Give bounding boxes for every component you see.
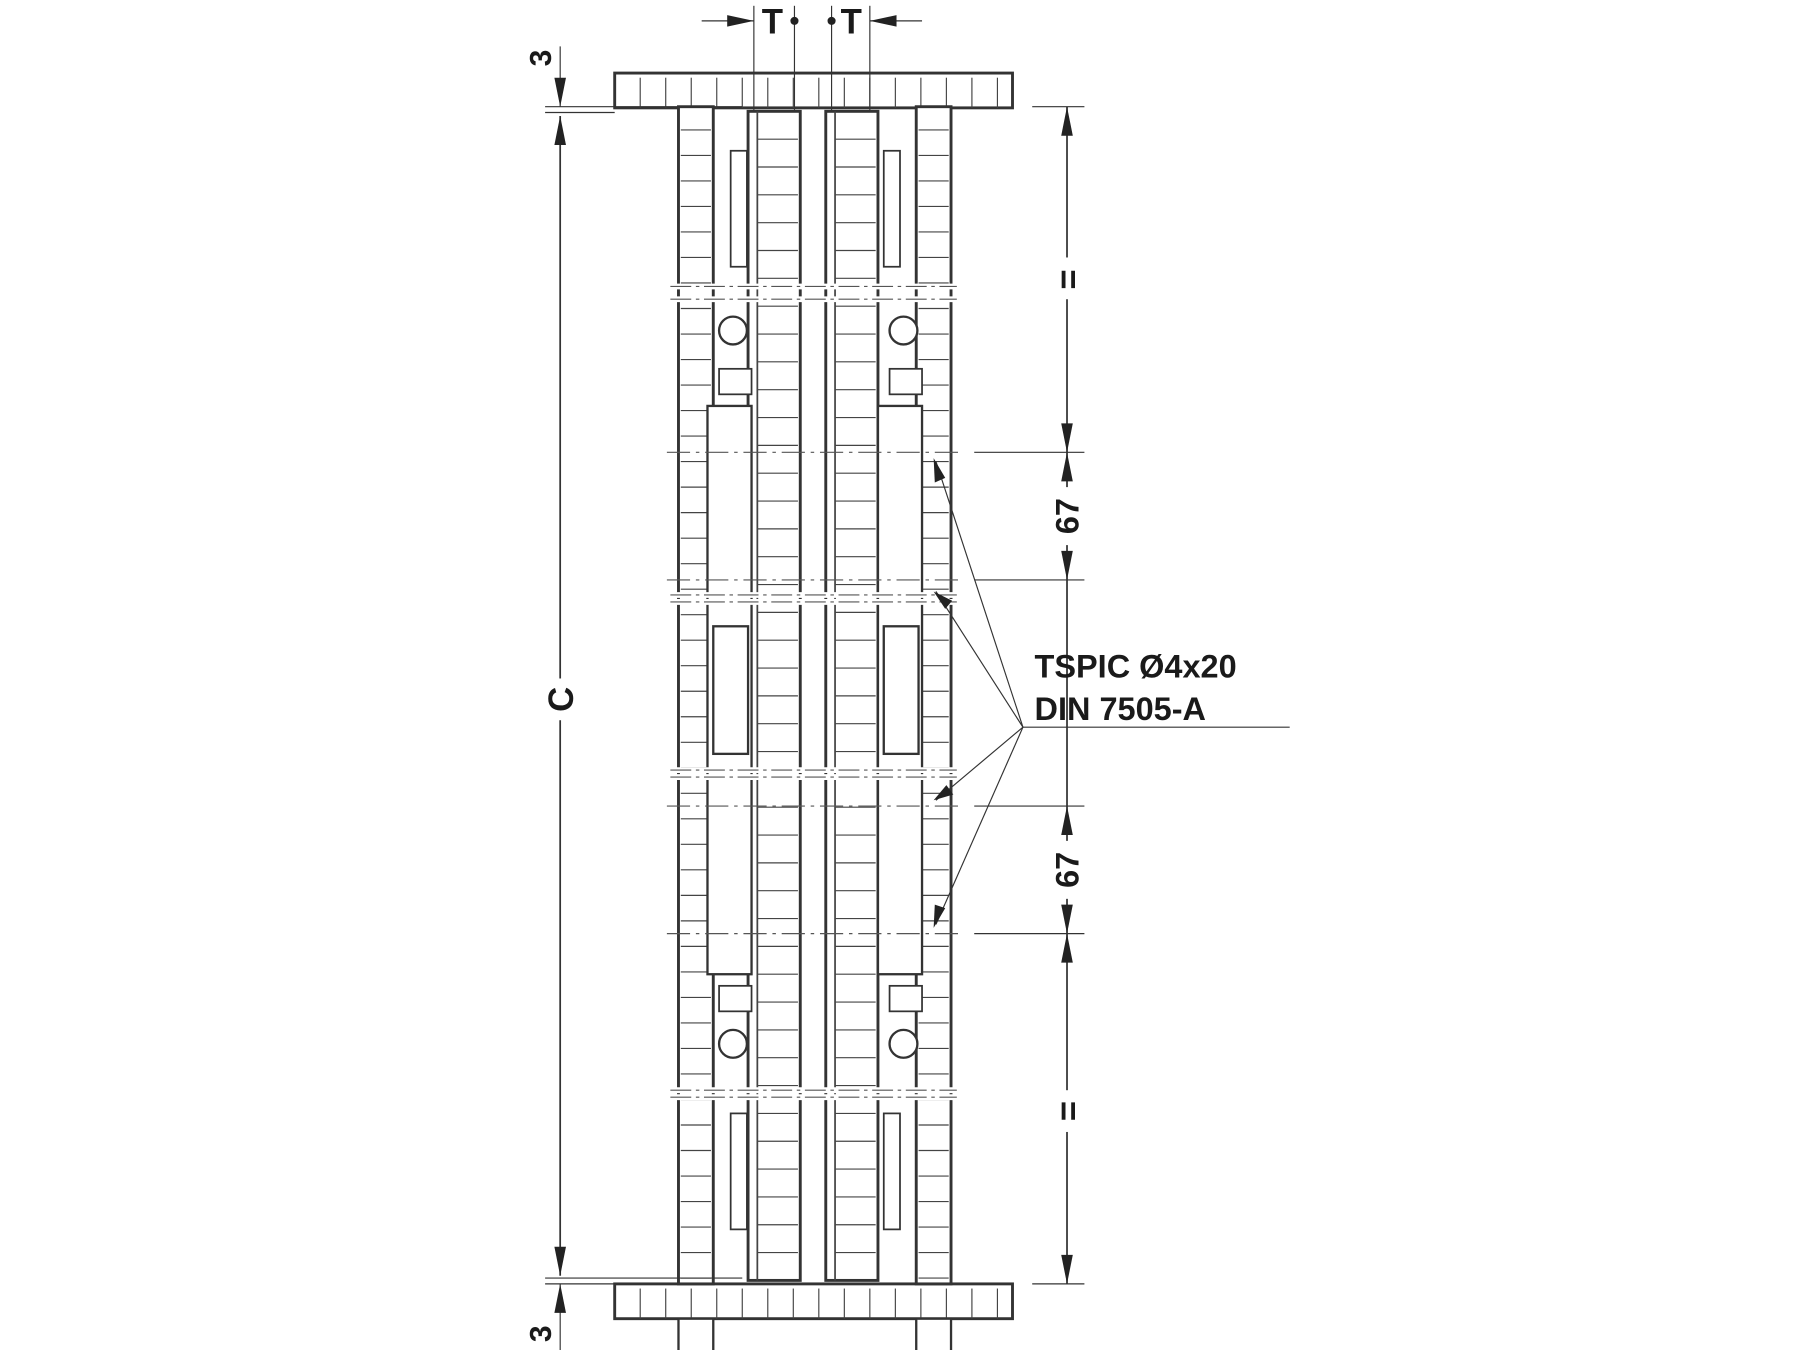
dimension-c: C 3 3: [525, 46, 743, 1350]
callout-line-1: TSPIC Ø4x20: [1035, 648, 1237, 684]
bottom-bracket-left: [718, 984, 753, 1013]
dim-t-right: T: [841, 4, 862, 42]
top-roller-left: [729, 149, 748, 268]
dim-67-upper: 67: [1050, 498, 1086, 534]
bottom-bearing-left: [717, 1028, 749, 1059]
top-bearing-right: [888, 315, 919, 346]
dimension-t: T T: [701, 4, 923, 111]
dim-equal-top: =: [1050, 269, 1088, 289]
dim-bottom-gap-label: 3: [525, 1325, 558, 1342]
left-leg: [677, 1317, 715, 1350]
middle-guide-right: [882, 625, 920, 756]
dim-top-gap-label: 3: [525, 50, 558, 67]
top-bracket-right: [888, 367, 923, 396]
cabinet-geometry: [613, 71, 1014, 1350]
bottom-bearing-right: [888, 1028, 919, 1059]
top-roller-right: [882, 149, 901, 268]
dim-t-left: T: [762, 4, 783, 42]
screw-callout: TSPIC Ø4x20 DIN 7505-A: [933, 458, 1290, 928]
dimension-right: = 67 67 =: [974, 106, 1088, 1285]
right-leg: [915, 1317, 953, 1350]
bottom-plate: [613, 1282, 1014, 1321]
callout-line-2: DIN 7505-A: [1035, 691, 1206, 727]
dim-c-label: C: [543, 687, 581, 712]
top-plate: [613, 71, 1014, 110]
bottom-bracket-right: [888, 984, 923, 1013]
bottom-roller-right: [882, 1112, 901, 1231]
top-bracket-left: [718, 367, 753, 396]
dim-67-lower: 67: [1050, 852, 1086, 888]
middle-guide-left: [712, 625, 750, 756]
dim-equal-bottom: =: [1050, 1101, 1088, 1121]
top-bearing-left: [717, 315, 749, 346]
bottom-roller-left: [729, 1112, 748, 1231]
